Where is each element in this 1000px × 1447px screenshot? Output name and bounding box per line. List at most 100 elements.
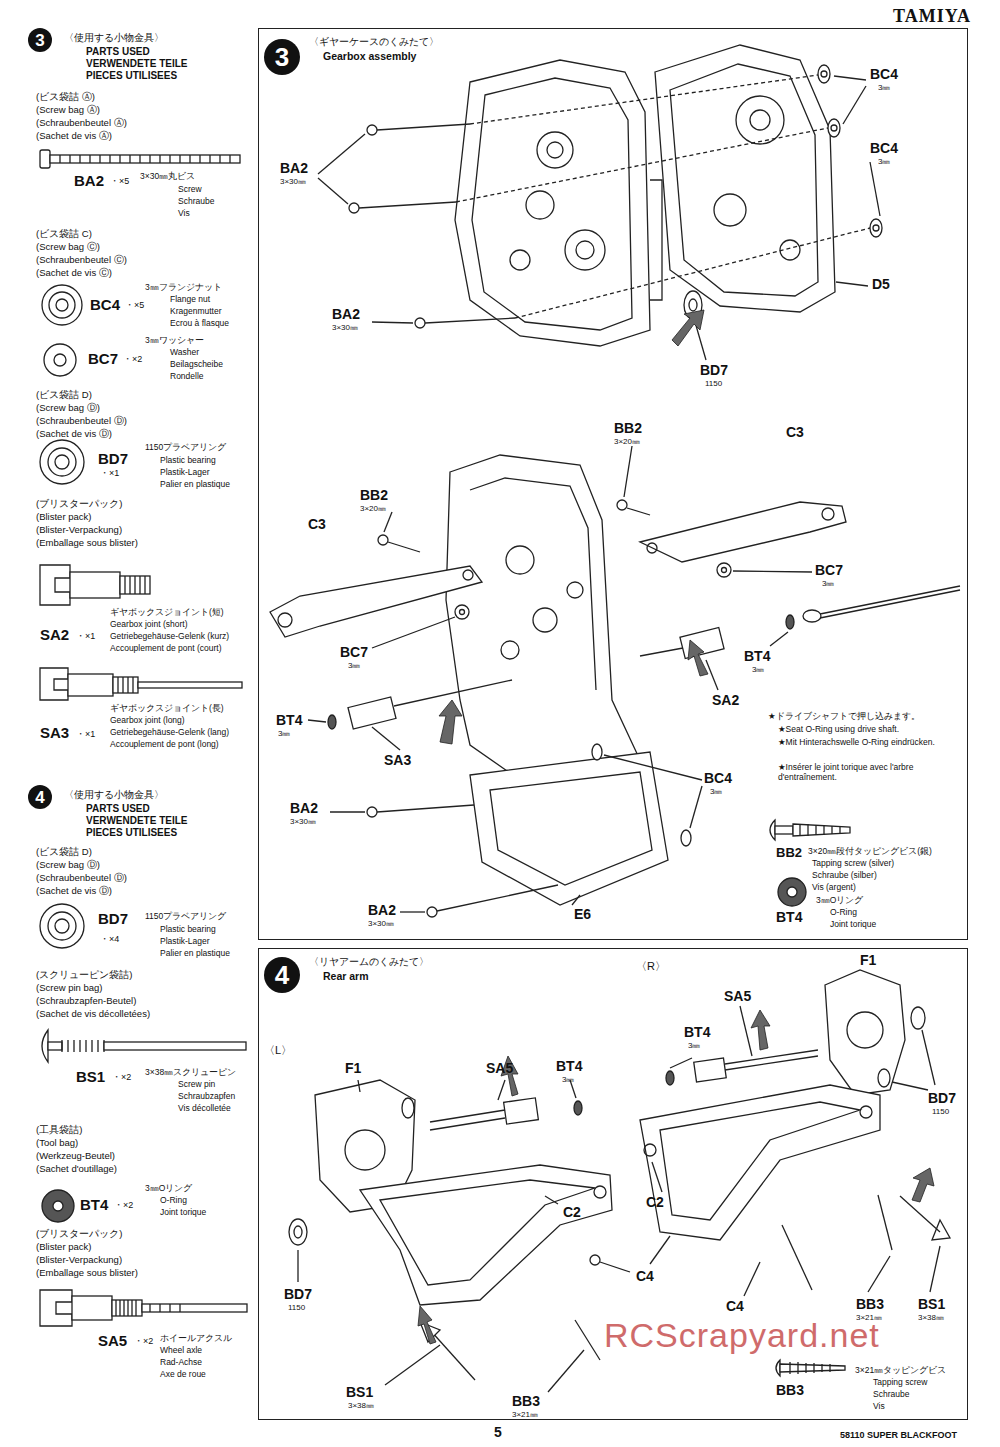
part-label: ギヤボックスジョイント(長) xyxy=(110,704,224,714)
part-label: (Emballage sous blister) xyxy=(36,538,138,549)
part-label: BB3 xyxy=(856,1296,884,1312)
part-label: ・×2 xyxy=(114,1200,133,1210)
part-label: C2 xyxy=(563,1204,581,1220)
part-label: Plastic bearing xyxy=(160,925,216,935)
part-label: 1150 xyxy=(932,1107,949,1116)
part-label: Ecrou à flasque xyxy=(170,319,229,329)
part-label: 〈使用する小物金具〉 xyxy=(64,790,164,801)
part-label: Kragenmutter xyxy=(170,307,222,317)
part-label: Vis décolletée xyxy=(178,1104,231,1114)
part-label: BT4 xyxy=(684,1024,710,1040)
part-label: (Sachet d'outillage) xyxy=(36,1164,117,1175)
part-label: ・×1 xyxy=(76,729,95,739)
part-label: Palier en plastique xyxy=(160,480,230,490)
part-label: 3×30㎜ xyxy=(368,919,394,928)
part-label: SA3 xyxy=(384,752,411,768)
part-label: (Screw bag Ⓓ) xyxy=(36,860,100,871)
part-label: 3㎜ xyxy=(710,787,722,796)
part-label: ・×5 xyxy=(110,176,129,186)
part-label: PARTS USED xyxy=(86,46,150,58)
part-label: (Blister pack) xyxy=(36,1242,91,1253)
panel-title-ja: 〈リヤアームのくみたて〉 xyxy=(309,955,429,969)
part-label: BT4 xyxy=(744,648,770,664)
part-label: Getriebegehäuse-Gelenk (kurz) xyxy=(110,632,229,642)
part-label: BC4 xyxy=(90,296,120,313)
part-label: (Schraubenbeutel Ⓐ) xyxy=(36,118,127,129)
part-label: 3㎜ xyxy=(562,1075,574,1084)
part-label: Tapping screw (silver) xyxy=(812,859,894,869)
part-label: (Blister-Verpackung) xyxy=(36,525,122,536)
part-label: SA3 xyxy=(40,724,69,741)
part-label: ・×2 xyxy=(123,354,142,364)
part-label: Schraubzapfen xyxy=(178,1092,235,1102)
part-label: (ブリスターパック) xyxy=(36,499,122,510)
part-label: BD7 xyxy=(700,362,728,378)
step-number: 4 xyxy=(28,785,52,809)
part-label: SA5 xyxy=(486,1060,513,1076)
step-digit: 4 xyxy=(35,789,44,806)
part-label: F1 xyxy=(860,952,876,968)
part-label: VERWENDETE TEILE xyxy=(86,815,188,827)
part-label: 3㎜ xyxy=(278,729,290,738)
brand-name: TAMIYA xyxy=(893,6,971,27)
part-label: (Schraubzapfen-Beutel) xyxy=(36,996,136,1007)
part-label: BA2 xyxy=(74,172,104,189)
part-label: Rad-Achse xyxy=(160,1358,202,1368)
part-label: BT4 xyxy=(276,712,302,728)
part-label: 3×21㎜タッピングビス xyxy=(855,1366,946,1376)
part-label: BB2 xyxy=(360,487,388,503)
part-label: O-Ring xyxy=(830,908,857,918)
part-label: BT4 xyxy=(556,1058,582,1074)
step-number: 4 xyxy=(264,957,300,993)
part-label: Beilagscheibe xyxy=(170,360,223,370)
part-label: ・×1 xyxy=(100,468,119,478)
part-label: BB3 xyxy=(512,1393,540,1409)
part-label: BD7 xyxy=(284,1286,312,1302)
part-label: E6 xyxy=(574,906,591,922)
part-label: (スクリューピン袋詰) xyxy=(36,970,132,981)
part-label: BA2 xyxy=(280,160,308,176)
part-label: O-Ring xyxy=(160,1196,187,1206)
part-label: ・×2 xyxy=(134,1336,153,1346)
part-label: Screw xyxy=(178,185,202,195)
part-label: 3㎜ xyxy=(822,579,834,588)
part-label: Wheel axle xyxy=(160,1346,202,1356)
part-label: C4 xyxy=(726,1298,744,1314)
part-label: 1150 xyxy=(288,1303,305,1312)
part-label: ・×4 xyxy=(100,934,119,944)
part-label: Accouplement de pont (court) xyxy=(110,644,222,654)
part-label: Vis (argent) xyxy=(812,883,856,893)
part-label: ・×2 xyxy=(112,1072,131,1082)
step-digit: 4 xyxy=(275,962,289,988)
page-number: 5 xyxy=(494,1424,502,1440)
step-number: 3 xyxy=(28,28,52,52)
part-label: 3㎜フランジナット xyxy=(145,283,222,293)
watermark: RCScrapyard.net xyxy=(604,1316,880,1355)
part-label: 3×38㎜ xyxy=(918,1313,944,1322)
part-label: BD7 xyxy=(928,1090,956,1106)
part-label: 1150プラベアリング xyxy=(145,912,226,922)
part-label: Washer xyxy=(170,348,199,358)
part-label: 3㎜Oリング xyxy=(816,896,863,906)
part-label: BA2 xyxy=(290,800,318,816)
part-label: (Screw bag Ⓓ) xyxy=(36,403,100,414)
part-label: (Screw pin bag) xyxy=(36,983,103,994)
part-label: PIECES UTILISEES xyxy=(86,70,177,82)
part-label: (Schraubenbeutel Ⓓ) xyxy=(36,873,127,884)
part-label: Plastik-Lager xyxy=(160,937,210,947)
part-label: 3㎜Oリング xyxy=(145,1184,192,1194)
part-label: 3×30㎜ xyxy=(332,323,358,332)
part-label: ・×5 xyxy=(125,300,144,310)
part-label: BB2 xyxy=(776,846,802,861)
part-label: SA2 xyxy=(40,626,69,643)
part-label: (ビス袋詰 D) xyxy=(36,390,92,401)
part-label: BC4 xyxy=(704,770,732,786)
part-label: Joint torique xyxy=(830,920,876,930)
part-label: BB3 xyxy=(776,1382,804,1398)
part-label: Accouplement de pont (long) xyxy=(110,740,219,750)
part-label: 3×20㎜ xyxy=(360,504,386,513)
part-label: 3×38㎜スクリューピン xyxy=(145,1068,236,1078)
part-label: Screw pin xyxy=(178,1080,215,1090)
part-label: ★ドライブシャフトで押し込みます。 xyxy=(768,712,920,722)
part-label: F1 xyxy=(345,1060,361,1076)
